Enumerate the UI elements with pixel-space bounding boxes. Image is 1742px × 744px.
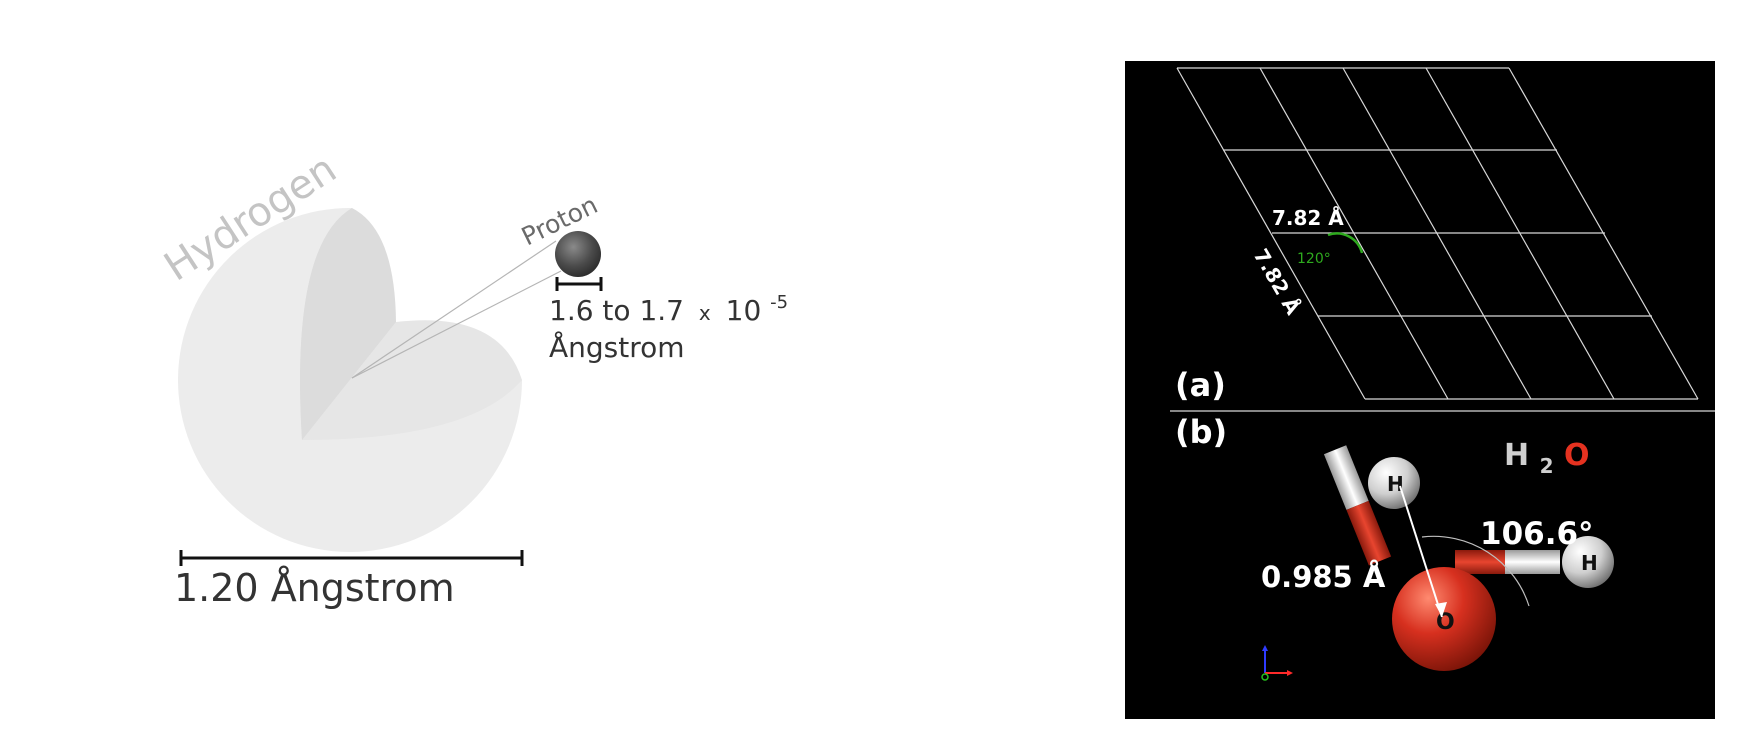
proton-size-exponent: -5 [770, 292, 788, 313]
bond-o-h-upper [1323, 445, 1392, 566]
water-formula-o: O [1564, 438, 1590, 473]
bond-angle-arc [1421, 535, 1530, 607]
bond-o-h-right [1455, 550, 1560, 574]
bond-length-label: 0.985 Å [1261, 560, 1386, 594]
lattice-angle-label: 120° [1297, 251, 1331, 267]
axis-triad-icon [1261, 645, 1293, 681]
hydrogen-right-symbol: H [1581, 551, 1598, 575]
oxygen-symbol: O [1436, 610, 1455, 635]
atom-cutaway-side [300, 208, 396, 440]
proton-size-base: 10 [726, 294, 762, 327]
lattice-angle-arc [1327, 232, 1364, 254]
atom-diameter-label: 1.20 Ångstrom [174, 566, 455, 610]
hydrogen-atom-upper [1368, 457, 1420, 509]
panel-a-label: (a) [1175, 366, 1226, 404]
proton-size-label: 1.6 to 1.7 x 10 -5 [549, 292, 788, 327]
bond-length-arrow [1399, 485, 1447, 618]
bond-angle-label: 106.6° [1480, 516, 1594, 552]
panel-b-label: (b) [1175, 413, 1227, 451]
lattice-edge-horizontal-label: 7.82 Å [1272, 206, 1344, 230]
hydrogen-atom-diagram: Hydrogen Proton 1.6 to 1.7 x 10 -5 Ångst… [156, 146, 788, 610]
atom-scale-bar [179, 550, 524, 566]
atom-sphere [177, 207, 522, 552]
proton-size-prefix: 1.6 to 1.7 [549, 294, 684, 327]
oxygen-atom [1392, 567, 1496, 671]
water-formula-h: H [1504, 438, 1529, 473]
zoom-line-bottom [351, 270, 562, 379]
proton-sphere [555, 231, 601, 277]
water-formula: H 2 O [1504, 438, 1589, 481]
hydrogen-upper-symbol: H [1387, 472, 1404, 496]
zoom-line-top [351, 240, 557, 379]
lattice-grid [1176, 67, 1699, 400]
atom-cutaway-floor [302, 320, 522, 440]
proton-size-times: x [699, 301, 711, 325]
proton-scale-bar [555, 277, 603, 291]
hydrogen-atom-right [1562, 536, 1614, 588]
proton-size-unit: Ångstrom [549, 330, 685, 364]
water-lattice-figure: 120° 7.82 Å 7.82 Å (a) (b) H 2 O H O H 0… [1125, 61, 1715, 719]
water-formula-subscript: 2 [1540, 454, 1554, 478]
